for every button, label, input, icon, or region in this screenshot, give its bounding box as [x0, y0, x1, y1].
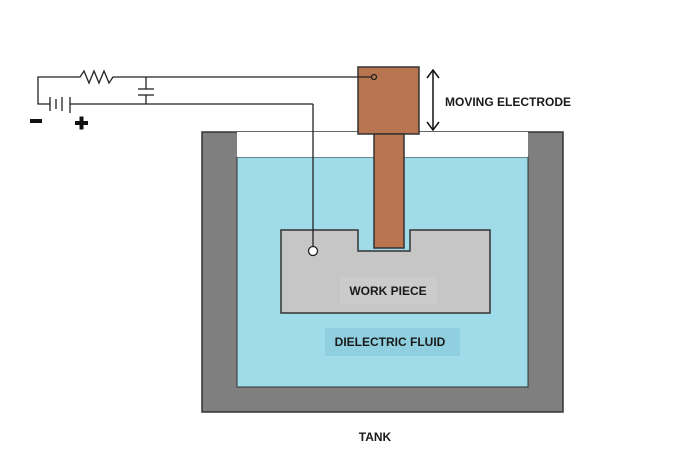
tank-label: TANK [359, 430, 392, 444]
minus-sign [30, 119, 42, 123]
work-piece-label-bg [340, 277, 437, 304]
move-arrow-icon [426, 68, 440, 132]
workpiece-terminal [307, 245, 319, 257]
work-piece-label: WORK PIECE [349, 284, 426, 298]
moving-electrode-label: MOVING ELECTRODE [445, 95, 571, 109]
circuit [37, 69, 378, 257]
dielectric-fluid-label: DIELECTRIC FLUID [335, 335, 446, 349]
work-piece [280, 229, 491, 314]
electrode-head [357, 66, 420, 135]
dielectric-fluid-label-bg [325, 328, 460, 356]
capacitor [138, 77, 154, 104]
resistor [68, 69, 374, 85]
electrode-stem [373, 133, 405, 249]
plus-sign [75, 116, 88, 130]
battery [49, 97, 71, 113]
